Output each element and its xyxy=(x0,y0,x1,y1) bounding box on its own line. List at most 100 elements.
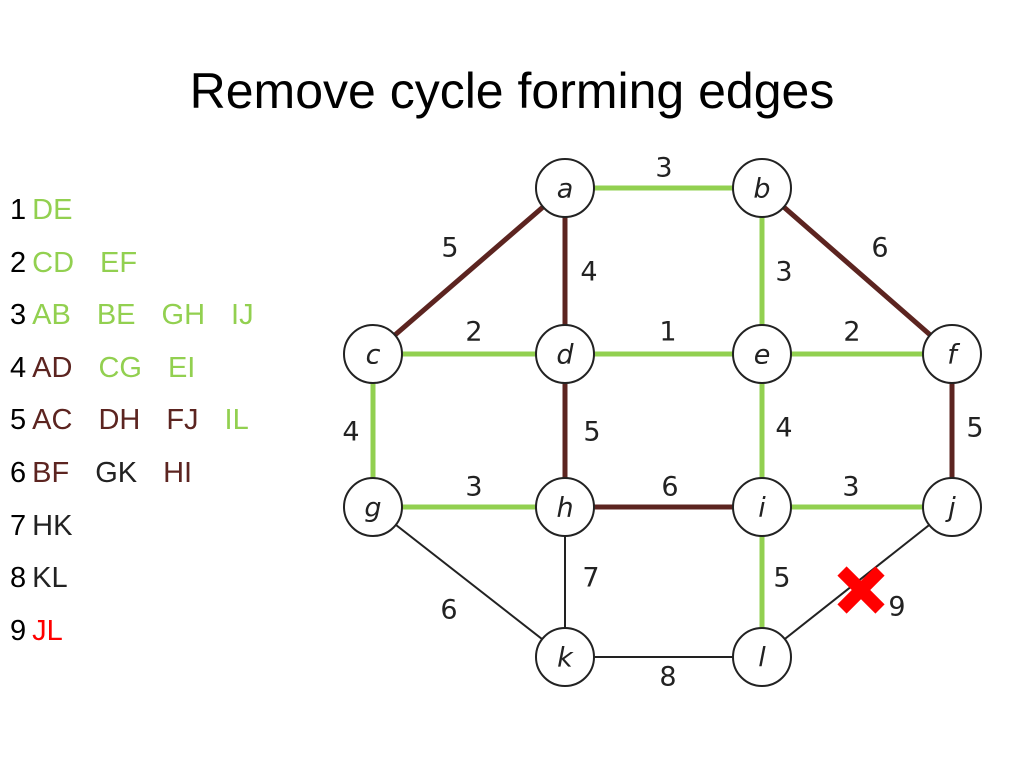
legend-weight: 8 xyxy=(10,562,27,595)
legend-weight: 3 xyxy=(10,299,27,332)
node-b: b xyxy=(732,158,792,218)
legend-edge-ad: AD xyxy=(32,351,73,384)
marker-layer xyxy=(837,566,885,614)
node-circle xyxy=(535,627,595,687)
legend-weight: 4 xyxy=(10,351,27,384)
cross-mark-icon xyxy=(837,566,885,614)
node-circle xyxy=(732,477,792,537)
edge-weight-ef: 2 xyxy=(843,317,860,348)
node-label-b: b xyxy=(753,174,770,205)
node-circle xyxy=(922,477,982,537)
edge-weight-cg: 4 xyxy=(342,417,359,448)
edge-bf xyxy=(760,186,954,356)
edge-weight-ij: 3 xyxy=(842,472,859,503)
legend-edge-fj: FJ xyxy=(166,404,199,437)
legend-edge-hi: HI xyxy=(163,456,193,489)
node-circle xyxy=(343,477,403,537)
edge-weight-kl: 8 xyxy=(659,662,676,693)
node-label-g: g xyxy=(364,493,381,524)
node-label-c: c xyxy=(366,340,381,371)
edge-weight-gh: 3 xyxy=(465,472,482,503)
edge-weight-hi: 6 xyxy=(661,472,678,503)
legend-edge-gh: GH xyxy=(161,299,206,332)
node-label-h: h xyxy=(556,493,573,524)
edge-gk xyxy=(372,506,566,658)
node-circle xyxy=(343,324,403,384)
slide-title: Remove cycle forming edges xyxy=(189,63,835,119)
edge-weight-ac: 5 xyxy=(441,233,458,264)
edge-weight-hk: 7 xyxy=(582,563,599,594)
node-label-i: i xyxy=(758,493,766,524)
legend-edge-kl: KL xyxy=(32,562,68,595)
legend-edge-il: IL xyxy=(224,404,249,437)
legend-edge-de: DE xyxy=(32,194,73,226)
node-g: g xyxy=(343,477,403,537)
edge-ac xyxy=(371,186,567,356)
legend-edge-ei: EI xyxy=(167,351,196,384)
legend-edge-gk: GK xyxy=(95,456,138,489)
legend-weight: 6 xyxy=(10,456,27,489)
node-c: c xyxy=(343,324,403,384)
edge-weight-gk: 6 xyxy=(440,595,457,626)
legend-edge-ij: IJ xyxy=(231,299,254,332)
legend-edge-jl: JL xyxy=(32,614,63,647)
legend-edge-bf: BF xyxy=(32,456,70,489)
weights-layer: 3 5 4 3 6 2 1 2 4 5 4 5 3 6 3 6 7 5 8 9 xyxy=(342,153,983,693)
node-d: d xyxy=(535,324,595,384)
nodes-layer: a b c d e f g h i j k l xyxy=(343,158,982,687)
node-circle xyxy=(732,324,792,384)
node-label-l: l xyxy=(758,643,766,674)
edge-weight-be: 3 xyxy=(775,257,792,288)
legend-edge-ef: EF xyxy=(100,246,138,279)
edge-weight-de: 1 xyxy=(659,317,676,348)
legend-weight: 7 xyxy=(10,509,27,542)
node-i: i xyxy=(732,477,792,537)
node-label-k: k xyxy=(557,643,574,674)
node-a: a xyxy=(535,158,595,218)
edge-weight-ad: 4 xyxy=(580,257,597,288)
node-label-e: e xyxy=(754,340,771,371)
legend-edge-cg: CG xyxy=(98,351,142,384)
node-circle xyxy=(535,477,595,537)
edge-weight-fj: 5 xyxy=(966,413,983,444)
node-circle xyxy=(535,158,595,218)
node-h: h xyxy=(535,477,595,537)
legend-edge-ac: AC xyxy=(32,404,73,437)
legend-edge-cd: CD xyxy=(32,246,75,279)
edge-weight-ei: 4 xyxy=(775,413,792,444)
node-j: j xyxy=(922,477,982,537)
legend-edge-be: BE xyxy=(96,299,136,332)
legend-weight: 2 xyxy=(10,246,27,279)
node-circle xyxy=(732,158,792,218)
node-circle xyxy=(535,324,595,384)
legend-weight: 5 xyxy=(10,404,27,437)
node-k: k xyxy=(535,627,595,687)
node-label-a: a xyxy=(557,174,574,205)
edge-weight-il: 5 xyxy=(773,563,790,594)
node-l: l xyxy=(732,627,792,687)
legend-edge-ab: AB xyxy=(32,299,71,332)
legend-weight: 1 xyxy=(10,194,27,226)
edge-weight-dh: 5 xyxy=(583,417,600,448)
legend-edge-hk: HK xyxy=(32,509,73,542)
legend-weight: 9 xyxy=(10,614,27,647)
node-circle xyxy=(922,324,982,384)
edge-weight-bf: 6 xyxy=(871,233,888,264)
node-circle xyxy=(732,627,792,687)
node-e: e xyxy=(732,324,792,384)
node-f: f xyxy=(922,324,982,384)
edge-weight-jl: 9 xyxy=(888,592,905,623)
edge-weight-cd: 2 xyxy=(465,317,482,348)
legend-edge-dh: DH xyxy=(98,404,141,437)
edge-weight-ab: 3 xyxy=(655,153,672,184)
